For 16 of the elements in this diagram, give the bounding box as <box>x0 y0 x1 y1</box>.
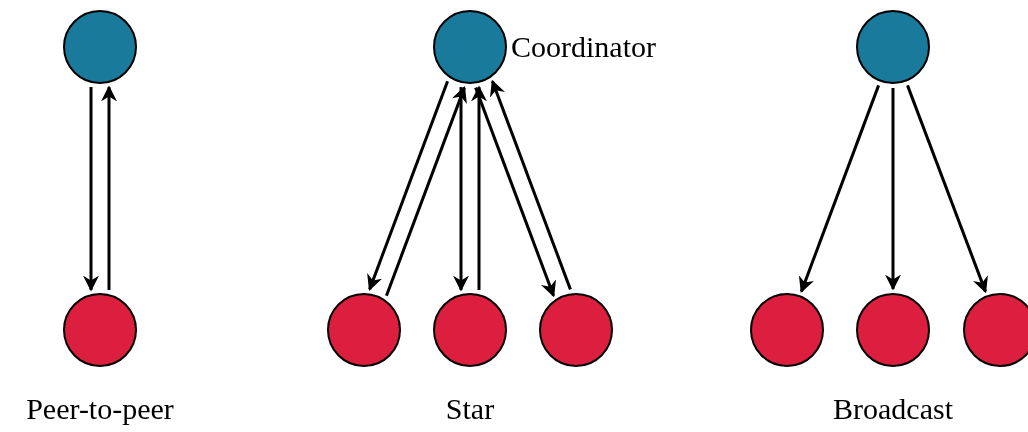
arrow <box>453 87 469 292</box>
circle-node <box>963 293 1028 367</box>
arrow <box>367 80 449 291</box>
arrow <box>83 87 99 292</box>
arrow <box>798 84 881 294</box>
arrow <box>385 86 467 297</box>
arrow <box>906 84 988 294</box>
arrow <box>101 85 117 290</box>
arrow <box>490 79 572 290</box>
node-caption: Coordinator <box>511 30 656 64</box>
arrow <box>471 85 487 290</box>
arrow <box>885 88 901 291</box>
arrow <box>474 87 556 298</box>
diagram-caption: Star <box>445 392 495 426</box>
diagram-caption: Peer-to-peer <box>26 392 174 426</box>
diagram-caption: Broadcast <box>833 392 953 426</box>
